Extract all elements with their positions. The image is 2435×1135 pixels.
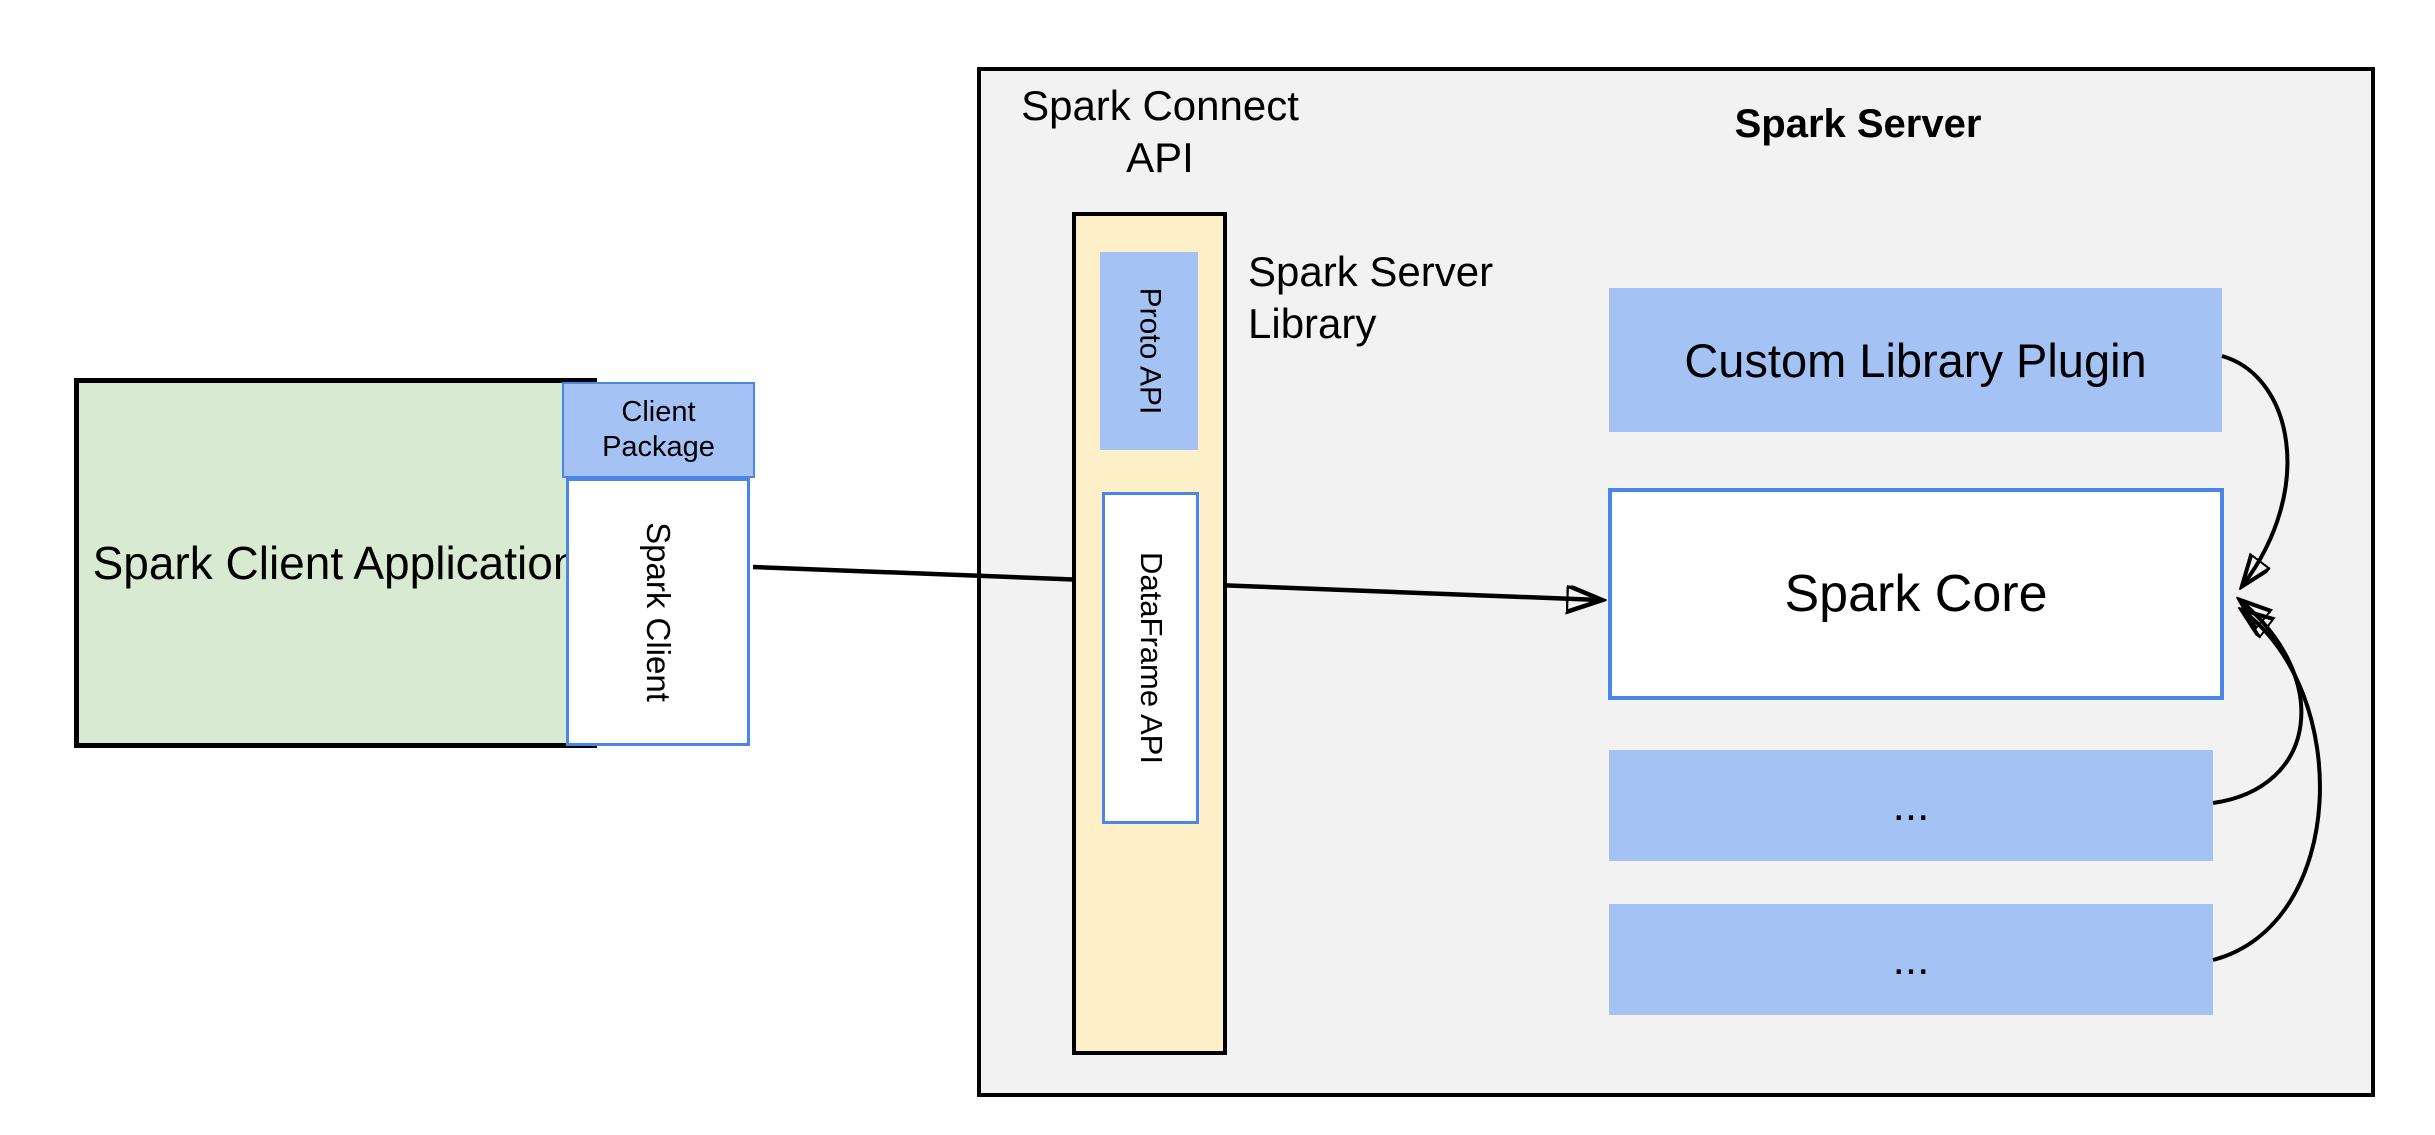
extension-1-label: ... [1892, 780, 1930, 830]
client-package-box: Client Package [562, 382, 755, 478]
spark-client-label: Spark Client [640, 522, 677, 702]
spark-core-label: Spark Core [1784, 565, 2048, 623]
spark-core-box: Spark Core [1608, 488, 2224, 700]
spark-connect-api-box: Proto API DataFrame API [1072, 212, 1227, 1055]
dataframe-api-box: DataFrame API [1102, 492, 1199, 824]
custom-library-plugin-box: Custom Library Plugin [1609, 288, 2222, 432]
proto-api-label: Proto API [1133, 287, 1166, 415]
spark-connect-api-label: Spark Connect API [1021, 82, 1299, 182]
extension-box-1: ... [1609, 750, 2213, 861]
dataframe-api-label: DataFrame API [1133, 552, 1169, 764]
spark-server-title: Spark Server [1734, 102, 1982, 146]
custom-library-plugin-label: Custom Library Plugin [1684, 333, 2147, 387]
spark-client-application-label: Spark Client Application [92, 536, 579, 589]
spark-client-application-box: Spark Client Application [74, 378, 597, 748]
spark-client-box: Spark Client [566, 478, 750, 746]
extension-2-label: ... [1892, 934, 1930, 984]
extension-box-2: ... [1609, 904, 2213, 1015]
client-package-label: Client Package [602, 396, 715, 463]
spark-server-library-label: Spark Server Library [1248, 248, 1494, 348]
proto-api-box: Proto API [1100, 252, 1198, 450]
